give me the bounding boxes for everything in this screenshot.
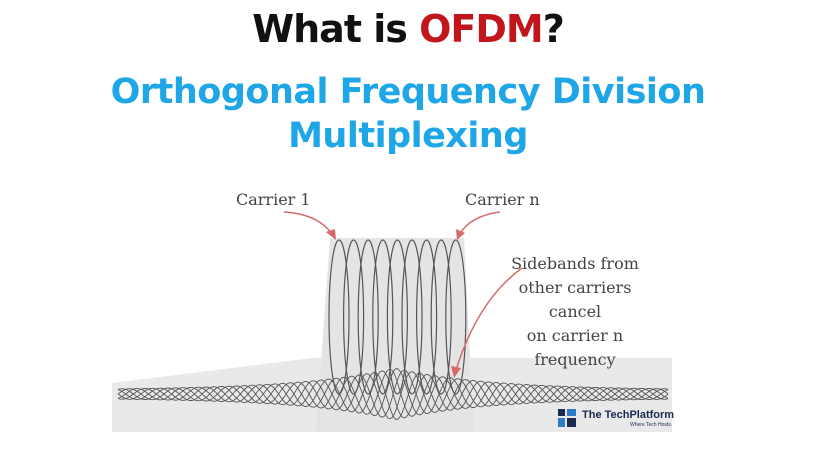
subtitle-line-1: Orthogonal Frequency Division	[110, 72, 706, 112]
techplatform-logo: The TechPlatform Where Tech Hosts.	[556, 407, 674, 431]
sidebands-line-3: on carrier n	[526, 326, 624, 345]
sidebands-annotation: Sidebands from other carriers cancel on …	[500, 252, 650, 372]
title-accent: OFDM	[419, 7, 544, 51]
carrier-n-arrow	[459, 211, 501, 235]
sideband-ripple	[117, 371, 669, 420]
logo-icon	[558, 409, 576, 427]
logo-tagline: Where Tech Hosts.	[630, 422, 673, 428]
carrier-lobe	[386, 239, 408, 395]
carrier-lobes	[328, 239, 467, 395]
carrier-n-label: Carrier n	[465, 190, 540, 209]
sidebands-line-2: other carriers cancel	[518, 278, 632, 321]
subtitle-line-2: Multiplexing	[288, 116, 528, 156]
carrier-1-arrowhead	[326, 229, 336, 240]
carrier-1-label: Carrier 1	[236, 190, 311, 209]
sideband-arrow	[455, 267, 523, 371]
carrier-lobe	[328, 239, 350, 395]
carrier-lobe	[430, 239, 452, 395]
sidebands-line-1: Sidebands from	[511, 254, 639, 273]
logo-name: The TechPlatform	[582, 409, 675, 421]
sideband-ripples	[117, 368, 669, 420]
sideband-arrowhead	[451, 366, 461, 378]
title-suffix: ?	[542, 7, 565, 51]
page-subtitle: Orthogonal Frequency Division Multiplexi…	[0, 70, 816, 158]
title-prefix: What is	[252, 7, 420, 51]
carrier-lobe	[401, 239, 423, 395]
carrier-1-arrow	[283, 211, 333, 235]
page-title: What is OFDM?	[0, 6, 816, 52]
sideband-ripple	[117, 369, 669, 418]
carrier-lobe	[416, 239, 438, 395]
carrier-n-arrowhead	[456, 229, 465, 240]
carrier-lobe	[372, 239, 394, 395]
carrier-lobe	[343, 239, 365, 395]
sidebands-line-4: frequency	[534, 350, 616, 369]
carrier-lobe	[445, 239, 467, 395]
carrier-lobe	[357, 239, 379, 395]
sideband-ripple	[117, 368, 669, 417]
